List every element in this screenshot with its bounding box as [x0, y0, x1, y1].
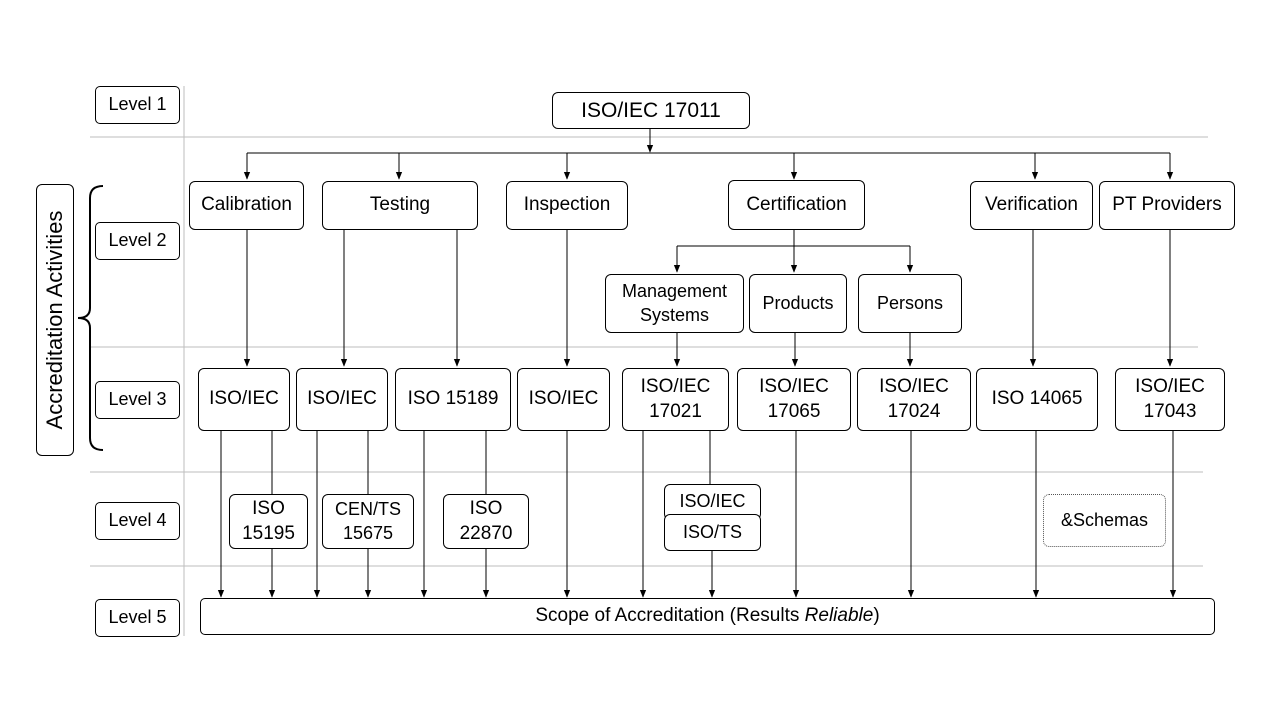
- level-separators: [90, 86, 1208, 636]
- level-bracket: [77, 185, 104, 451]
- inspection-standard-node: ISO/IEC: [517, 368, 610, 431]
- level-2-label: Level 2: [95, 222, 180, 260]
- inspection-node: Inspection: [506, 181, 628, 230]
- accreditation-activities-text: Accreditation Activities: [42, 210, 67, 430]
- accreditation-activities-label: Accreditation Activities: [36, 184, 74, 456]
- products-node: Products: [749, 274, 847, 333]
- level-5-label: Level 5: [95, 599, 180, 637]
- iso-ts-front-node: ISO/TS: [664, 514, 761, 551]
- verification-node: Verification: [970, 181, 1093, 230]
- testing-standard-iso-iec-node: ISO/IEC: [296, 368, 388, 431]
- scope-text-suffix: ): [873, 605, 880, 627]
- level-1-label: Level 1: [95, 86, 180, 124]
- level-4-label: Level 4: [95, 502, 180, 540]
- iso-15189-node: ISO 15189: [395, 368, 511, 431]
- persons-node: Persons: [858, 274, 962, 333]
- level-3-label: Level 3: [95, 381, 180, 419]
- pt-providers-node: PT Providers: [1099, 181, 1235, 230]
- scope-text-prefix: Scope of Accreditation (Results: [535, 605, 805, 627]
- iso-iec-17011-node: ISO/IEC 17011: [552, 92, 750, 129]
- scope-text-italic: Reliable: [804, 605, 874, 627]
- testing-node: Testing: [322, 181, 478, 230]
- schemas-node: &Schemas: [1043, 494, 1166, 547]
- certification-node: Certification: [728, 180, 865, 230]
- calibration-node: Calibration: [189, 181, 304, 230]
- scope-of-accreditation-node: Scope of Accreditation (Results Reliable…: [200, 598, 1215, 635]
- iso-14065-node: ISO 14065: [976, 368, 1098, 431]
- management-systems-node: Management Systems: [605, 274, 744, 333]
- calibration-standard-node: ISO/IEC: [198, 368, 290, 431]
